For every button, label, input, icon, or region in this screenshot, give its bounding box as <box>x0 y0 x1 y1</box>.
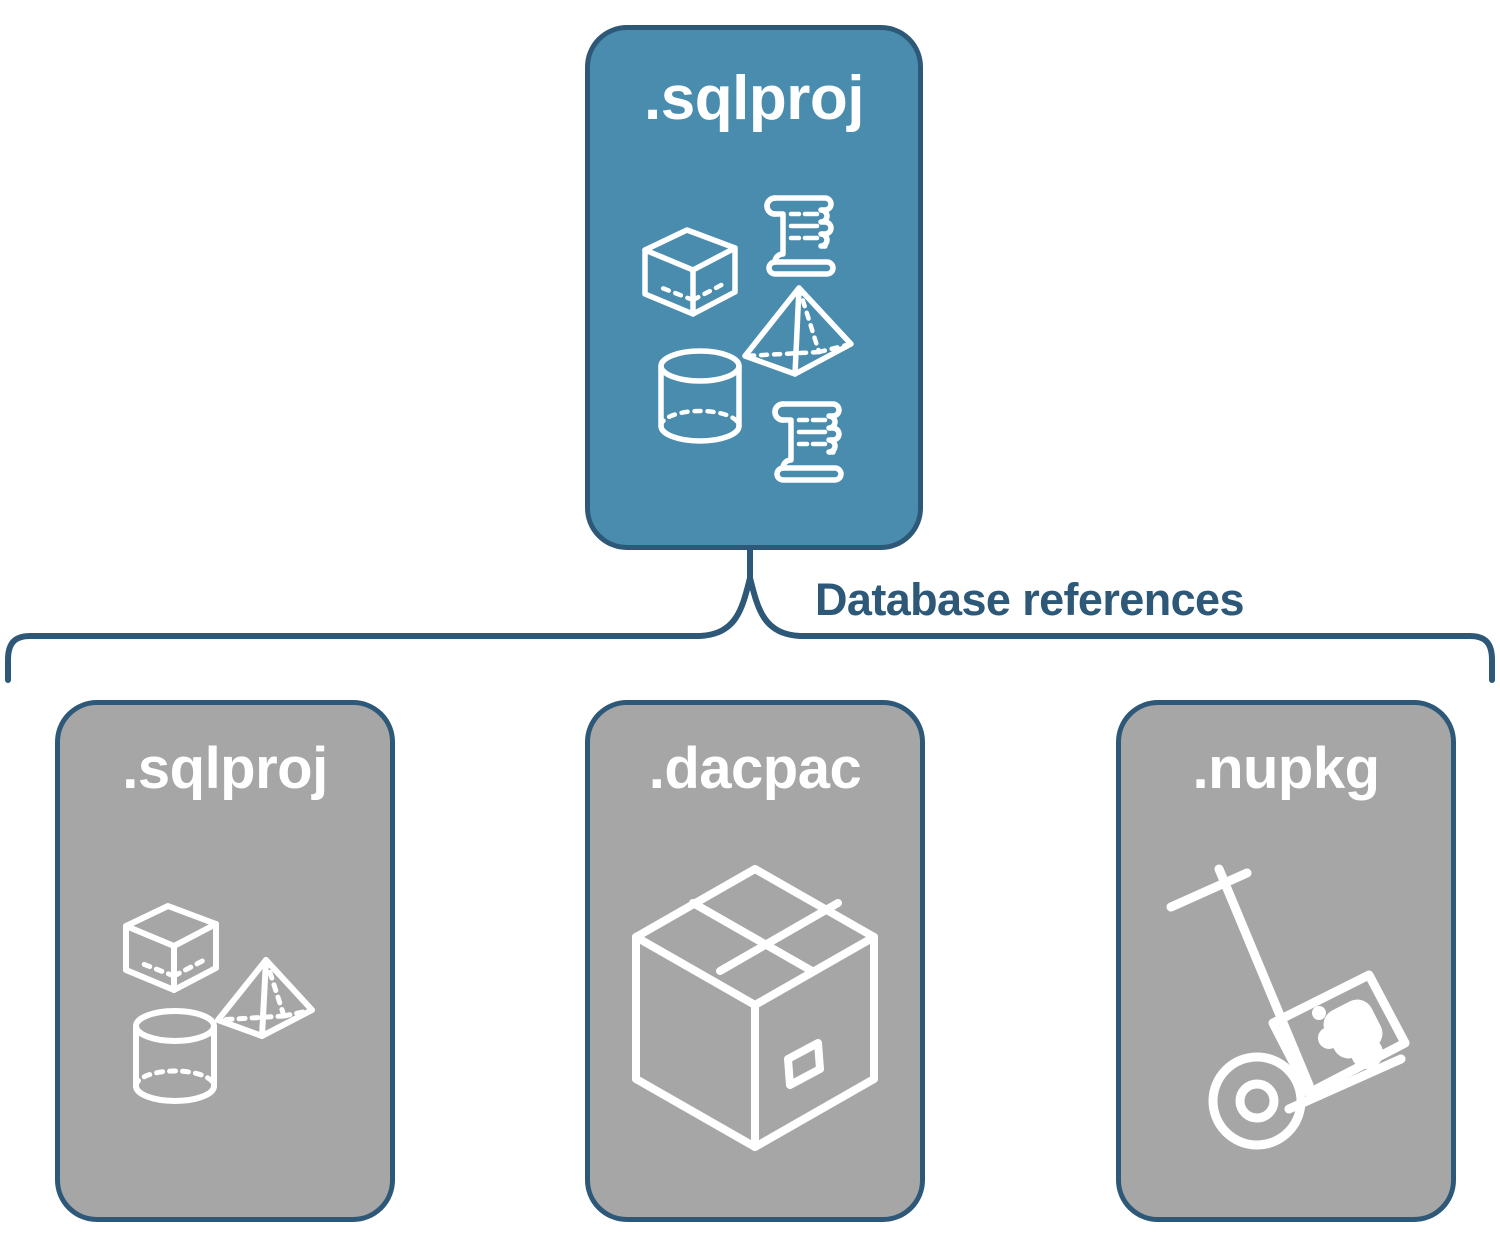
cylinder-icon <box>133 1008 217 1104</box>
cube-icon <box>123 903 219 993</box>
child-dacpac-icon-group <box>590 798 920 1217</box>
card-title-child-nupkg: .nupkg <box>1192 736 1380 801</box>
bracket-left-arm <box>5 575 753 683</box>
hand-truck-icon <box>1166 864 1410 1149</box>
card-root-sqlproj[interactable]: .sqlproj <box>585 25 923 550</box>
card-title-child-sqlproj: .sqlproj <box>122 736 328 801</box>
database-references-label: Database references <box>815 574 1244 625</box>
database-references-bracket <box>0 548 1500 718</box>
card-title-child-dacpac: .dacpac <box>648 736 862 801</box>
root-icon-group <box>590 130 918 545</box>
pyramid-icon <box>215 957 315 1039</box>
card-child-nupkg[interactable]: .nupkg <box>1116 700 1456 1222</box>
card-child-sqlproj[interactable]: .sqlproj <box>55 700 395 1222</box>
card-title-root-sqlproj: .sqlproj <box>644 64 864 133</box>
package-box-icon <box>632 864 878 1151</box>
cube-icon <box>642 226 738 317</box>
pyramid-icon <box>742 284 854 377</box>
child-sqlproj-icon-group <box>60 798 390 1217</box>
child-nupkg-icon-group <box>1121 798 1451 1217</box>
card-child-dacpac[interactable]: .dacpac <box>585 700 925 1222</box>
scroll-icon <box>772 400 844 483</box>
scroll-icon <box>764 194 836 277</box>
cylinder-icon <box>658 347 742 444</box>
